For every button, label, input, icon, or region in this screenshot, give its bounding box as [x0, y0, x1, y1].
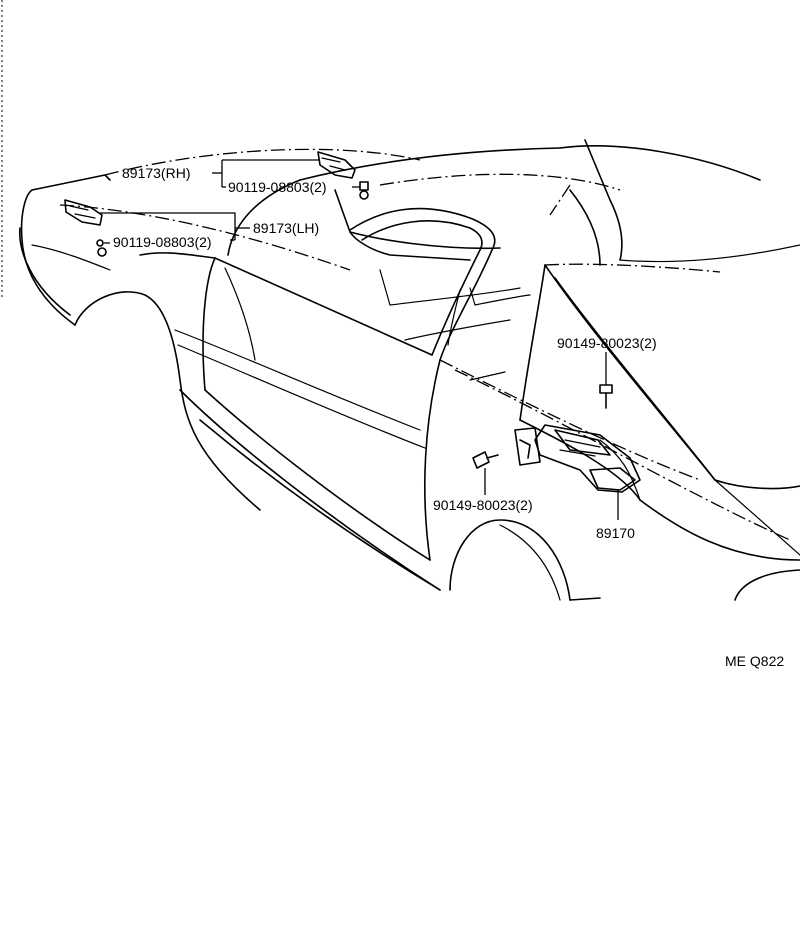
label-screw-upper: 90149-80023(2)	[557, 335, 657, 351]
label-sensor-rh: 89173(RH)	[122, 165, 190, 181]
label-screw-lower: 90149-80023(2)	[433, 497, 533, 513]
leader-lines	[100, 159, 619, 520]
bolt-rh	[359, 181, 369, 200]
bolt-lh	[96, 239, 107, 257]
front-sensor-rh	[317, 151, 356, 179]
figure-code: ME Q822	[725, 653, 784, 669]
label-sensor-lh: 89173(LH)	[253, 220, 319, 236]
front-sensor-lh	[64, 199, 103, 226]
screw-upper	[599, 384, 613, 409]
car-body-outline	[19, 139, 800, 601]
label-module: 89170	[596, 525, 635, 541]
label-bolt-lh: 90119-08803(2)	[113, 234, 212, 250]
screw-lower	[472, 451, 499, 469]
label-bolt-rh: 90119-08803(2)	[228, 179, 327, 195]
airbag-sensor-module	[514, 424, 641, 493]
